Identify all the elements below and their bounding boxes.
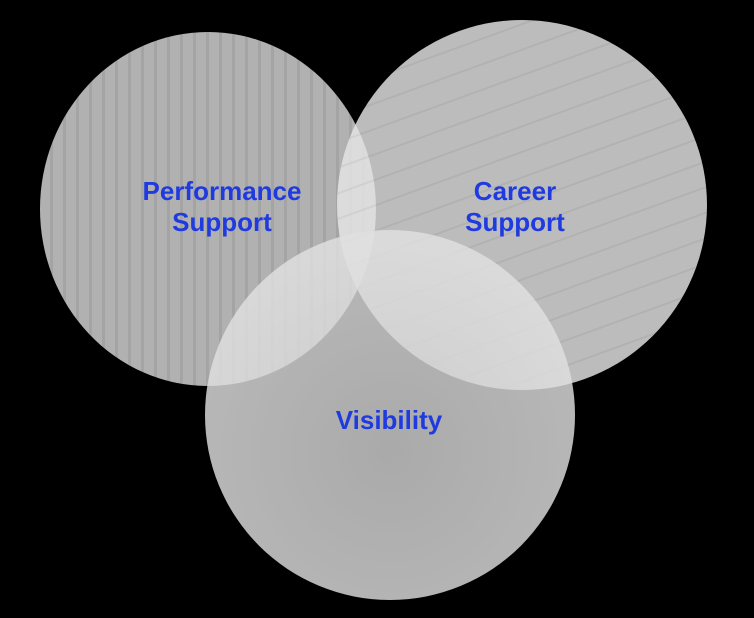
- visibility-circle: [205, 230, 575, 600]
- label-line: Support: [172, 207, 272, 237]
- label-line: Support: [465, 207, 565, 237]
- visibility-label: Visibility: [336, 405, 442, 436]
- label-line: Visibility: [335, 405, 443, 435]
- label-line: Performance: [142, 176, 302, 206]
- career-support-label: Career Support: [465, 176, 565, 238]
- label-line: Career: [473, 176, 557, 206]
- performance-support-label: Performance Support: [143, 176, 302, 238]
- performance-support-circle: [40, 32, 376, 386]
